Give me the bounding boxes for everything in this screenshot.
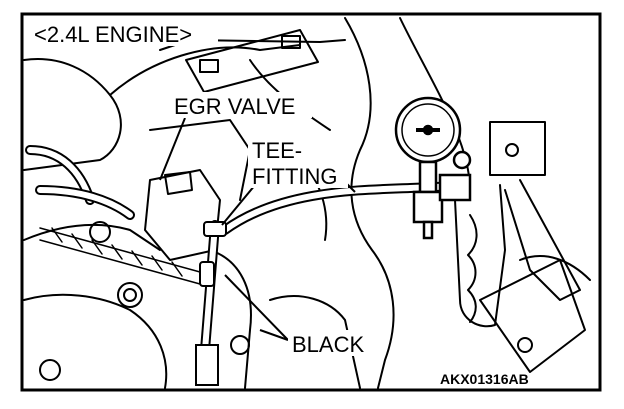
black-hose-label: BLACK xyxy=(292,332,364,357)
tee-fitting-label-line2: FITTING xyxy=(252,164,338,189)
engine-illustration xyxy=(23,17,591,389)
engine-label: <2.4L ENGINE> xyxy=(34,22,192,47)
egr-valve-label: EGR VALVE xyxy=(174,94,295,119)
figure-code: AKX01316AB xyxy=(440,371,529,387)
vacuum-hose xyxy=(200,181,465,355)
vacuum-gauge xyxy=(394,96,472,240)
tee-fitting-part xyxy=(195,221,227,386)
tee-fitting-label-line1: TEE- xyxy=(252,138,302,163)
